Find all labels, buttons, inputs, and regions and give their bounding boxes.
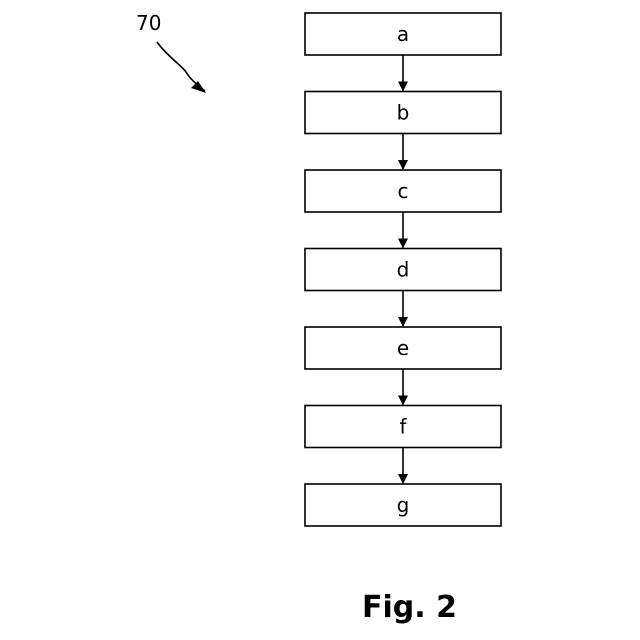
step-label: f [399, 415, 407, 439]
step-box-f: f [305, 406, 501, 448]
step-label: b [397, 101, 410, 125]
reference-numeral: 70 [136, 11, 161, 35]
step-label: c [398, 179, 409, 203]
reference-leader-arrowhead [191, 81, 206, 93]
step-box-g: g [305, 484, 501, 526]
step-box-c: c [305, 170, 501, 212]
step-label: e [397, 336, 409, 360]
step-label: a [397, 22, 409, 46]
step-label: d [397, 258, 410, 282]
figure-label: Fig. 2 [362, 590, 457, 625]
step-label: g [397, 493, 410, 517]
step-box-b: b [305, 92, 501, 134]
step-box-a: a [305, 13, 501, 55]
step-box-e: e [305, 327, 501, 369]
step-box-d: d [305, 249, 501, 291]
